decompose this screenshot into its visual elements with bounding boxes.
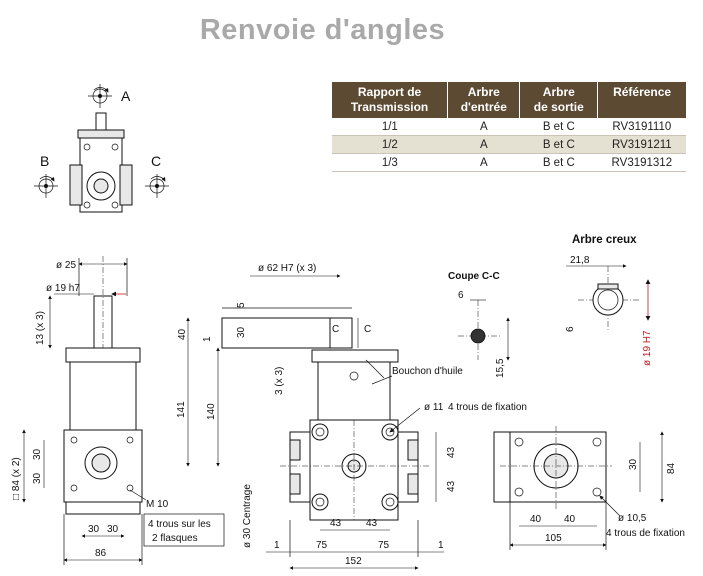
right-dim-84: 84 [666,462,677,474]
table-cell: B et C [519,135,598,154]
dim-30-bottom-a: 30 [88,524,100,535]
shaft-orientation-icon: A B C [34,84,169,213]
arbre-dim-21-8: 21,8 [570,255,590,266]
dim-30-top: 30 [236,326,247,338]
page-title: Renvoie d'angles [199,14,446,46]
table-cell: A [447,135,520,154]
header-reference: Référence [597,82,686,118]
table-cell: B et C [519,153,598,172]
table-cell: RV3191312 [597,153,686,172]
fixation-note-front: 4 trous de fixation [448,402,527,413]
dim-1-left: 1 [274,540,280,551]
right-dim-105: 105 [545,533,562,544]
table-cell: 1/1 [332,118,448,136]
label-c-left: C [332,324,339,335]
dim-43-left: 43 [330,518,342,529]
table-cell: RV3191110 [597,118,686,136]
dim-13x3: 13 (x 3) [35,311,46,345]
coupe-title: Coupe C-C [448,271,500,282]
table-row: 1/1 A B et C RV3191110 [332,118,686,136]
arbre-dim-6: 6 [565,326,576,332]
dim-30-upper: 30 [32,448,43,460]
dim-dia-19: ø 19 h7 [46,283,80,294]
label-bouchon: Bouchon d'huile [392,366,463,377]
dim-75-right: 75 [378,540,390,551]
label-c-right: C [364,324,371,335]
table-row: 1/3 A B et C RV3191312 [332,153,686,172]
arbre-creux: Arbre creux 21,8 ø 19 H7 6 [565,234,653,366]
table-cell: A [447,153,520,172]
note-line-2: 2 flasques [152,533,198,544]
mini-gearbox [69,112,133,213]
dim-40: 40 [177,328,188,340]
table-cell: RV3191211 [597,135,686,154]
dim-dia-62: ø 62 H7 (x 3) [258,263,316,274]
table-cell: B et C [519,118,598,136]
label-b: B [40,153,49,169]
coupe-dim-15-5: 15,5 [495,358,506,378]
right-dim-30: 30 [628,458,639,470]
dim-75-left: 75 [316,540,328,551]
dim-1: 1 [202,336,213,342]
dim-84x2: □ 84 (x 2) [11,457,22,500]
dim-43-right: 43 [366,518,378,529]
rotation-b-icon [34,174,58,198]
label-a: A [121,88,131,104]
dim-30-bottom-b: 30 [107,524,119,535]
arbre-creux-title: Arbre creux [572,234,637,246]
rotation-a-icon [88,84,112,108]
side-view: ø 25 ø 19 h7 13 (x 3) □ 84 (x 2) 30 30 M… [11,256,225,565]
table-cell: 1/3 [332,153,448,172]
dim-43-right-top: 43 [446,446,457,458]
dim-3x3: 3 (x 3) [274,367,285,395]
label-m10: M 10 [146,499,169,510]
coupe-dim-6: 6 [458,290,464,301]
dim-152: 152 [345,556,362,567]
dim-140: 140 [206,403,217,420]
note-line-1: 4 trous sur les [148,519,211,530]
dim-1-right: 1 [438,540,444,551]
fixation-note-right: 4 trous de fixation [606,528,685,539]
right-dim-40a: 40 [530,514,542,525]
label-dia-11: ø 11 [424,402,444,413]
label-centrage: ø 30 Centrage [242,484,253,548]
dim-141: 141 [176,401,187,418]
table-row: 1/2 A B et C RV3191211 [332,135,686,154]
dim-30-lower: 30 [32,472,43,484]
dim-dia-25: ø 25 [56,260,76,271]
coupe-cc: Coupe C-C 6 15,5 [448,271,510,378]
arbre-dia-19h7: ø 19 H7 [642,330,653,366]
table-cell: 1/2 [332,135,448,154]
note-box [143,513,225,547]
table-cell: A [447,118,520,136]
right-dia-10-5: ø 10,5 [618,513,647,524]
right-dim-40b: 40 [564,514,576,525]
dim-86: 86 [95,548,107,559]
rotation-c-icon [145,174,169,198]
label-c: C [151,153,161,169]
right-view: 30 84 40 40 105 ø 10,5 4 trous de fixati… [493,426,685,550]
dim-43-right-bottom: 43 [446,480,457,492]
front-view: ø 62 H7 (x 3) 5 40 1 30 C C 3 (x 3) 140 … [176,263,527,570]
dim-5: 5 [236,302,247,308]
